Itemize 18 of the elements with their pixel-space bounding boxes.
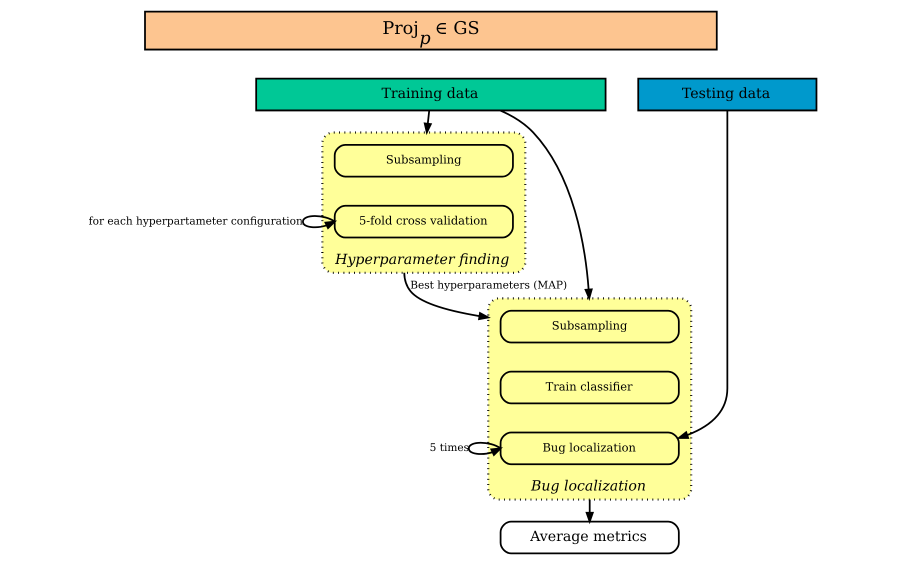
arrow bbox=[585, 500, 594, 524]
node-box: Bug localization bbox=[500, 432, 680, 466]
node-box: 5-fold cross validation bbox=[334, 204, 514, 238]
node-box: Training data bbox=[255, 78, 606, 112]
arrow bbox=[676, 110, 728, 439]
arrow bbox=[302, 215, 338, 230]
node-box: Subsampling bbox=[500, 310, 680, 344]
node-box: Train classifier bbox=[500, 370, 680, 404]
edge-label: 5 times bbox=[430, 442, 470, 454]
node-box: Subsampling bbox=[334, 144, 514, 178]
edge-label: Best hyperparameters (MAP) bbox=[410, 279, 568, 292]
edge-label: for each hyperpartameter configuration bbox=[88, 215, 303, 228]
node-box: Average metrics bbox=[500, 520, 680, 554]
arrow bbox=[500, 110, 593, 302]
node-box: Testing data bbox=[637, 78, 818, 112]
arrow bbox=[424, 110, 432, 136]
arrow bbox=[403, 272, 491, 320]
arrow bbox=[468, 442, 503, 456]
